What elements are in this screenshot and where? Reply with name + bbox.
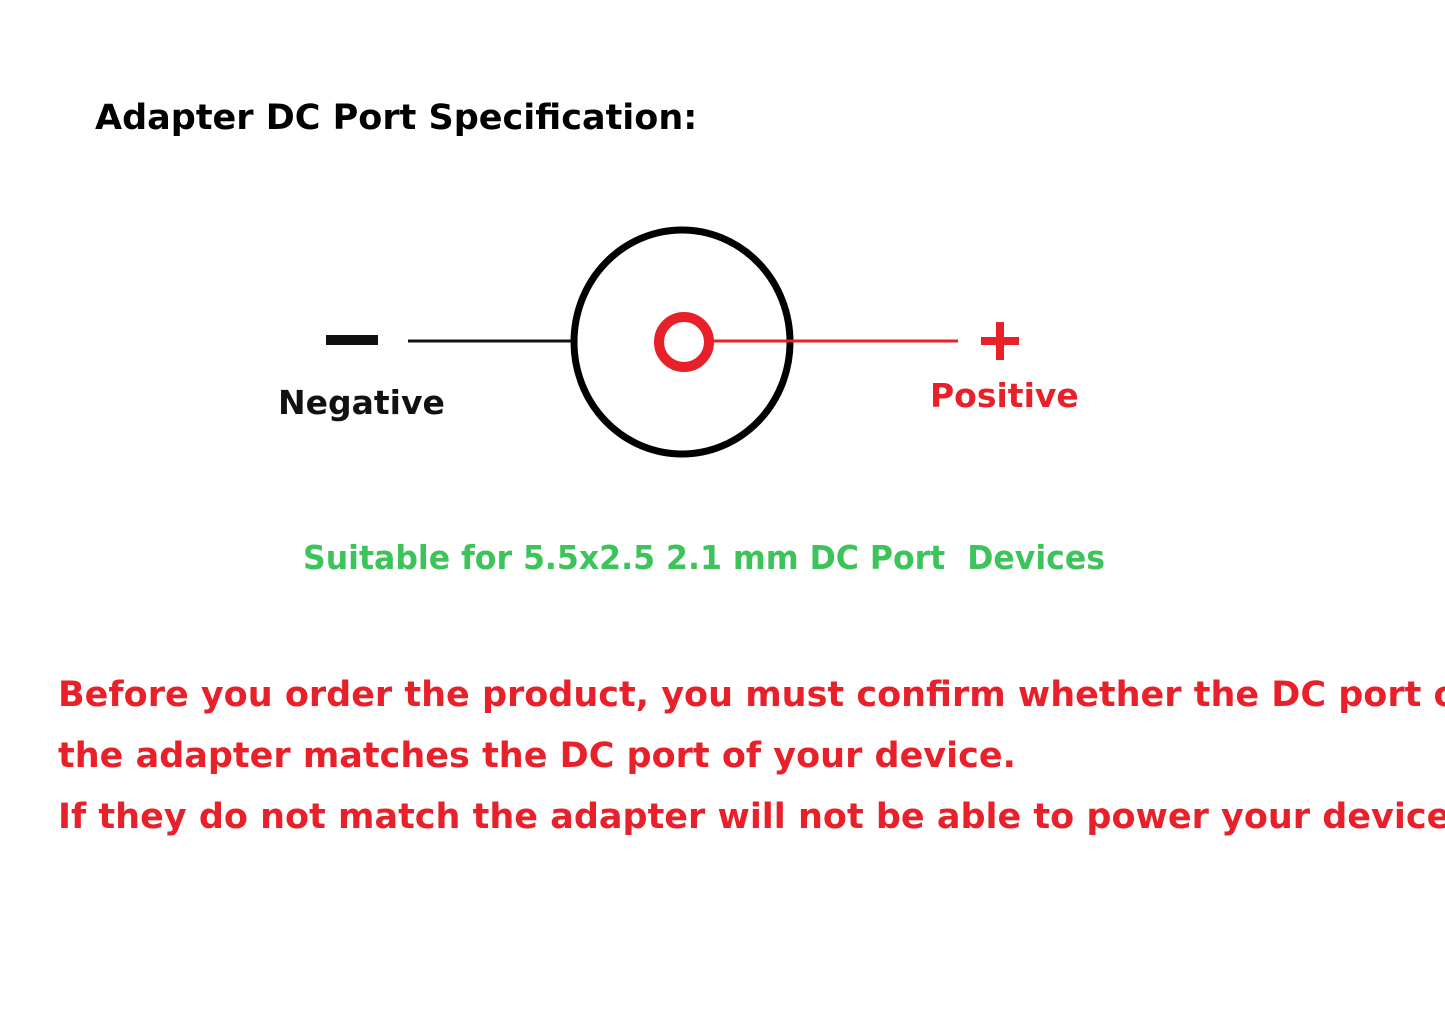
- outer-ring: [570, 226, 794, 458]
- positive-symbol: [981, 322, 1019, 360]
- center-pin: [654, 312, 714, 372]
- warning-line-1: Before you order the product, you must c…: [58, 675, 1445, 715]
- warning-line-3: If they do not match the adapter will no…: [58, 797, 1445, 837]
- negative-label: Negative: [278, 383, 445, 422]
- positive-label: Positive: [930, 376, 1079, 415]
- negative-symbol: [326, 335, 378, 345]
- warning-note: Before you order the product, you must c…: [58, 665, 1445, 848]
- page-title: Adapter DC Port Specification:: [95, 98, 698, 138]
- suitability-note: Suitable for 5.5x2.5 2.1 mm DC Port Devi…: [303, 538, 1105, 577]
- warning-line-2: the adapter matches the DC port of your …: [58, 736, 1016, 776]
